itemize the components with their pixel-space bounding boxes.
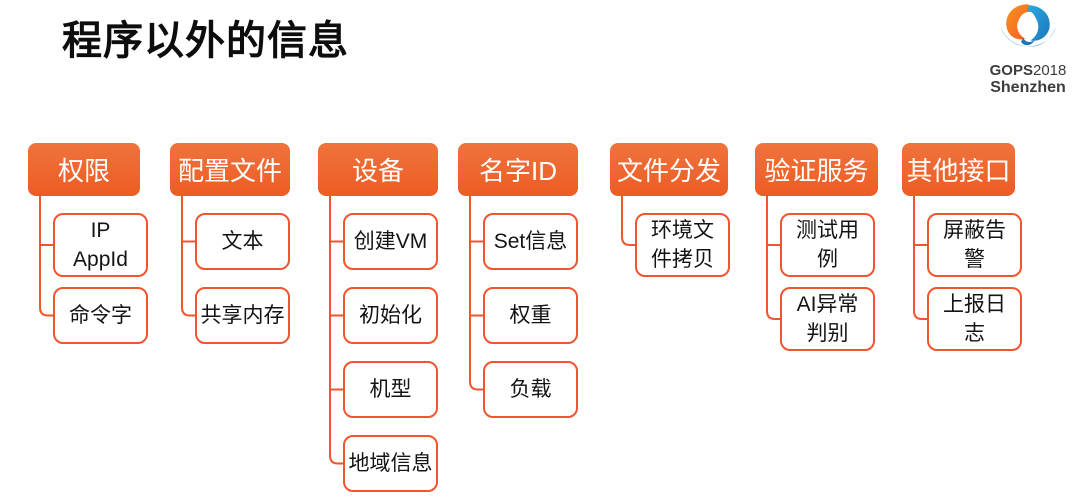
tree-child: 创建VM <box>343 213 438 270</box>
tree-child-label: 判别 <box>806 322 849 345</box>
tree-child-label: 屏蔽告 <box>943 218 1006 242</box>
tree-child: 共享内存 <box>195 287 290 344</box>
tree-child-label: 初始化 <box>359 303 422 327</box>
tree-child: 权重 <box>483 287 578 344</box>
tree-child: 测试用例 <box>780 213 875 277</box>
gops-logo: GOPS2018 Shenzhen <box>982 0 1074 98</box>
tree-child-label: Set信息 <box>493 229 568 253</box>
gops-swirl-icon <box>999 4 1057 47</box>
tree-header: 其他接口 <box>902 143 1015 196</box>
tree-child-label: AI异常 <box>796 292 859 316</box>
tree-child-label: 机型 <box>369 377 412 401</box>
tree-child-label: 例 <box>817 248 838 271</box>
tree-child-label: 测试用 <box>796 218 859 242</box>
tree-child-label: 志 <box>964 322 985 345</box>
tree-child-label: 共享内存 <box>200 303 285 327</box>
logo-text-city: Shenzhen <box>990 79 1066 97</box>
tree-child: 地域信息 <box>343 435 438 492</box>
tree-child: 初始化 <box>343 287 438 344</box>
tree-header: 名字ID <box>458 143 578 196</box>
tree-child-label: 负载 <box>509 377 552 401</box>
tree-child: 屏蔽告警 <box>927 213 1022 277</box>
tree-child-label: 环境文 <box>651 218 714 242</box>
tree-child-label: 权重 <box>509 303 552 327</box>
page-title: 程序以外的信息 <box>62 19 349 63</box>
tree-child: 环境文件拷贝 <box>635 213 730 277</box>
tree-child: 机型 <box>343 361 438 418</box>
tree-child: 命令字 <box>53 287 148 344</box>
tree-child: Set信息 <box>483 213 578 270</box>
tree-header: 权限 <box>28 143 140 196</box>
tree-child-label: 创建VM <box>353 229 428 253</box>
tree-child-label: AppId <box>73 248 128 271</box>
tree-child-label: 文本 <box>221 229 264 253</box>
tree-child-label: IP <box>90 218 111 242</box>
tree-child: 上报日志 <box>927 287 1022 351</box>
tree-child: 负载 <box>483 361 578 418</box>
tree-child: 文本 <box>195 213 290 270</box>
tree-header: 文件分发 <box>610 143 728 196</box>
tree-child-label: 命令字 <box>69 303 132 327</box>
tree-child-label: 地域信息 <box>348 451 433 475</box>
tree-header: 设备 <box>318 143 438 196</box>
tree-child: AI异常判别 <box>780 287 875 351</box>
tree-child-label: 件拷贝 <box>651 248 714 271</box>
logo-text-gops2018: GOPS2018 <box>989 62 1067 79</box>
tree-child-label: 上报日 <box>943 292 1006 316</box>
tree-child-label: 警 <box>964 248 985 271</box>
tree-header: 验证服务 <box>755 143 878 196</box>
tree-child: IP AppId <box>53 213 148 277</box>
tree-header: 配置文件 <box>170 143 290 196</box>
